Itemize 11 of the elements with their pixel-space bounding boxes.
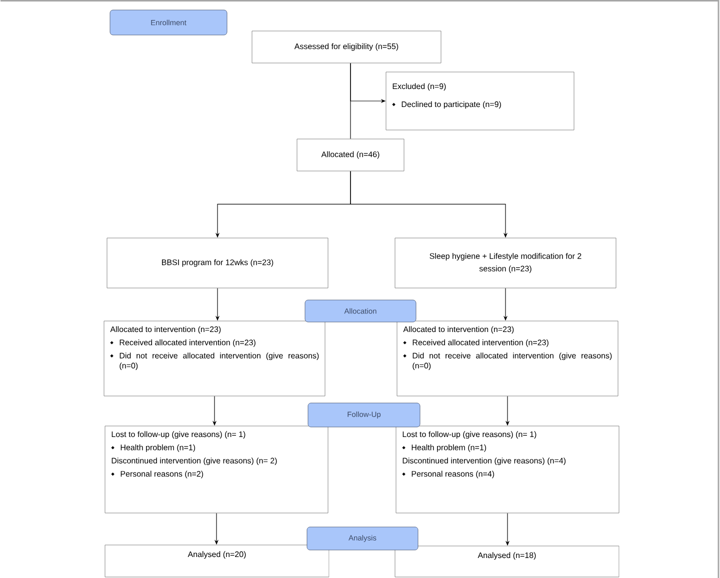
process-box: Allocated (n=46) [296,138,404,172]
process-box: BBSI program for 12wks (n=23) [106,238,328,288]
text-box: Allocated to intervention (n=23) Received allocated intervention (n=23) Did not receive allocated intervention (give reasons) (n=0) [104,320,326,396]
process-box: Assessed for eligibility (n=55) [252,30,442,64]
text-box: Excluded (n=9) Declined to participate (n=9) [386,72,574,130]
process-box: Sleep hygiene + Lifestyle modification for 2 session (n=23) [394,238,616,288]
text-box: Lost to follow-up (give reasons) (n= 1) Health problem (n=1) Discontinued intervention (give reasons) (n=4) Personal reasons (n=4) [396,426,620,514]
process-box: Analysed (n=18) [394,546,620,578]
text-box: Lost to follow-up (give reasons) (n= 1) Health problem (n=1) Discontinued intervention (give reasons) (n= 2) Personal reasons (n=2) [104,426,328,514]
process-box: Analysed (n=20) [104,544,330,578]
text-box: Allocated to intervention (n=23) Received allocated intervention (n=23) Did not receive allocated intervention (give reasons) (n=0) [396,320,618,396]
